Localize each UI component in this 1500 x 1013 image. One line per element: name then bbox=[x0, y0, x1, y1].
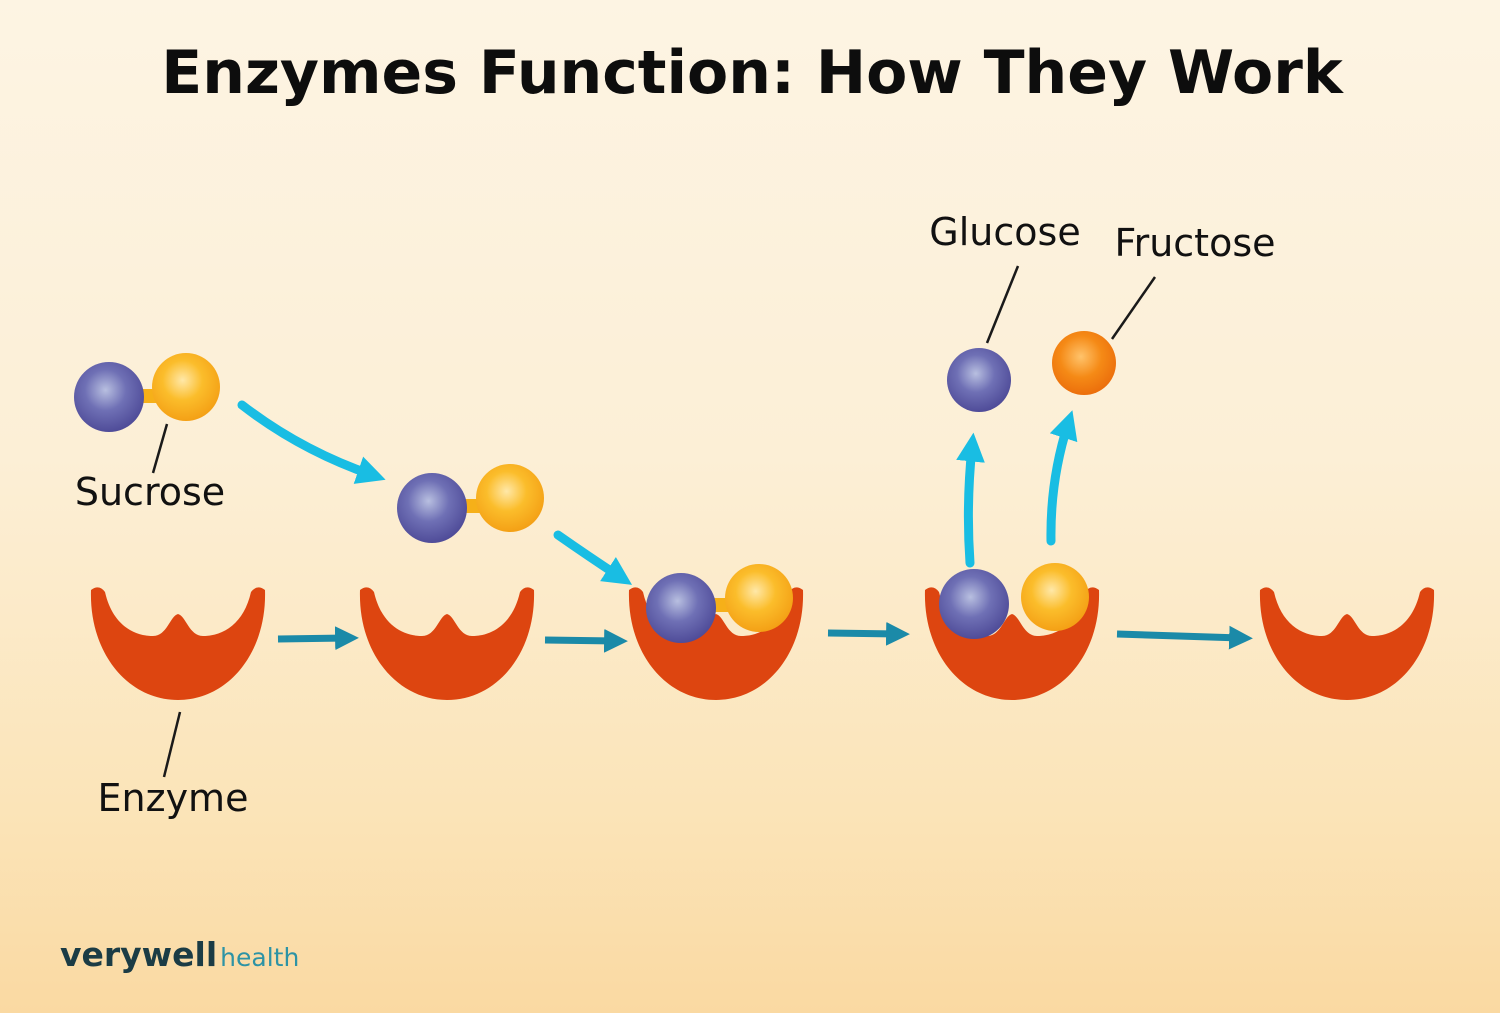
step-arrow-1 bbox=[277, 626, 359, 651]
brand-light-text: health bbox=[220, 943, 299, 972]
glucose-molecule bbox=[947, 348, 1011, 412]
substrate-arrow-2 bbox=[553, 530, 633, 585]
split-products bbox=[939, 563, 1089, 639]
step-arrow-4 bbox=[1116, 625, 1253, 650]
enzyme-shape-2 bbox=[359, 587, 535, 700]
product-arrow-fructose bbox=[1046, 410, 1078, 546]
substrate-arrow-1 bbox=[237, 400, 386, 484]
step-arrow-2 bbox=[544, 628, 628, 653]
sucrose-leader-line bbox=[151, 423, 169, 474]
enzyme-leader-line bbox=[162, 711, 182, 778]
enzyme-shape-1 bbox=[90, 587, 266, 700]
bound-sucrose bbox=[646, 564, 793, 643]
sucrose-molecule-1 bbox=[74, 353, 220, 432]
fructose-molecule bbox=[1052, 331, 1116, 395]
brand-strong-text: verywell bbox=[60, 935, 217, 974]
fructose-leader-line bbox=[1110, 276, 1157, 340]
page-title: Enzymes Function: How They Work bbox=[161, 38, 1345, 108]
sucrose-label: Sucrose bbox=[75, 470, 225, 514]
glucose-leader-line bbox=[985, 265, 1020, 344]
product-arrow-glucose bbox=[956, 432, 985, 568]
enzyme-label: Enzyme bbox=[98, 776, 249, 820]
step-arrow-3 bbox=[827, 621, 910, 646]
fructose-label: Fructose bbox=[1114, 221, 1275, 265]
enzyme-shape-5 bbox=[1259, 587, 1435, 700]
sucrose-molecule-2 bbox=[397, 464, 544, 543]
glucose-label: Glucose bbox=[929, 210, 1080, 254]
